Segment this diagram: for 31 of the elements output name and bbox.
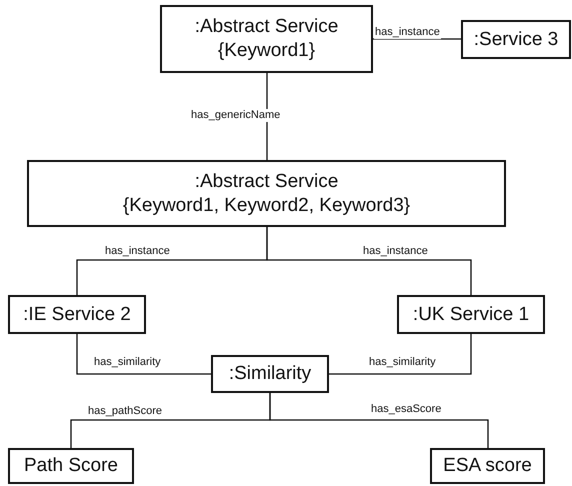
keyword-list: {Keyword1} — [218, 39, 316, 63]
object-box — [397, 295, 545, 334]
object-box — [8, 295, 146, 334]
connector-line — [373, 38, 461, 40]
object-name: Path Score — [24, 454, 118, 478]
object-box — [27, 160, 506, 227]
connector-line — [269, 393, 489, 448]
edge-label: has_instance — [374, 26, 441, 39]
object-box — [430, 448, 545, 484]
object-name: :IE Service 2 — [23, 302, 131, 326]
object-name: :Abstract Service — [194, 170, 338, 194]
edge-label: has_esaScore — [370, 403, 442, 416]
edge-label: has_similarity — [368, 356, 437, 369]
object-name: :Similarity — [228, 362, 312, 386]
edge-label: has_pathScore — [87, 405, 163, 418]
keyword-list: {Keyword1, Keyword2, Keyword3} — [122, 194, 410, 218]
object-name: :Abstract Service — [194, 15, 338, 39]
edge-label: has_instance — [362, 245, 429, 258]
object-box — [160, 5, 373, 73]
object-box — [461, 20, 571, 59]
edge-label: has_similarity — [93, 356, 162, 369]
object-name: ESA score — [443, 454, 532, 478]
connector-line — [266, 227, 472, 295]
edge-label: has_instance — [104, 245, 171, 258]
edge-label: has_genericName — [190, 109, 282, 122]
connector-line — [329, 334, 472, 375]
object-box — [211, 355, 329, 393]
object-name: :UK Service 1 — [412, 302, 530, 326]
connector-line — [76, 334, 211, 375]
object-name: :Service 3 — [474, 28, 558, 52]
object-box — [8, 448, 134, 484]
